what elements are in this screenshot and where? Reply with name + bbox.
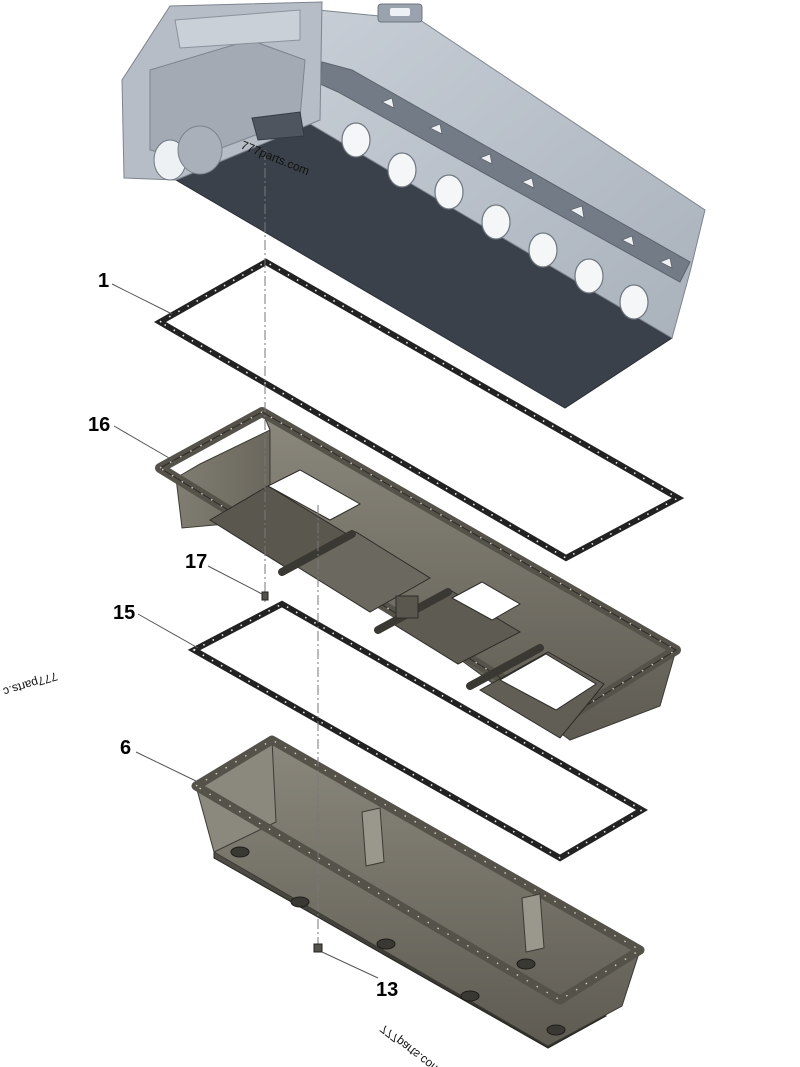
leader-16 <box>113 425 177 463</box>
leader-13 <box>321 951 379 979</box>
plug-13 <box>313 943 323 953</box>
gasket-lower <box>187 600 648 862</box>
leader-1 <box>111 283 173 315</box>
leader-6 <box>135 751 199 783</box>
callout-1: 1 <box>98 270 109 292</box>
oil-pan-frame <box>155 407 681 741</box>
watermark-bottom: 777parts.com <box>377 1022 443 1067</box>
leader-15 <box>137 613 199 649</box>
leader-17 <box>207 565 263 595</box>
gasket-upper <box>153 258 685 562</box>
engine-block <box>121 1 706 409</box>
oil-pan-sump <box>191 735 645 1049</box>
block-side-bores <box>341 122 649 320</box>
callout-13: 13 <box>376 979 398 1001</box>
frame-bays <box>209 469 605 739</box>
watermark-left: 777parts.c <box>2 669 60 699</box>
plug-17 <box>261 591 269 601</box>
callout-15: 15 <box>113 602 135 624</box>
callout-17: 17 <box>185 551 207 573</box>
callout-16: 16 <box>88 414 110 436</box>
callout-6: 6 <box>120 737 131 759</box>
